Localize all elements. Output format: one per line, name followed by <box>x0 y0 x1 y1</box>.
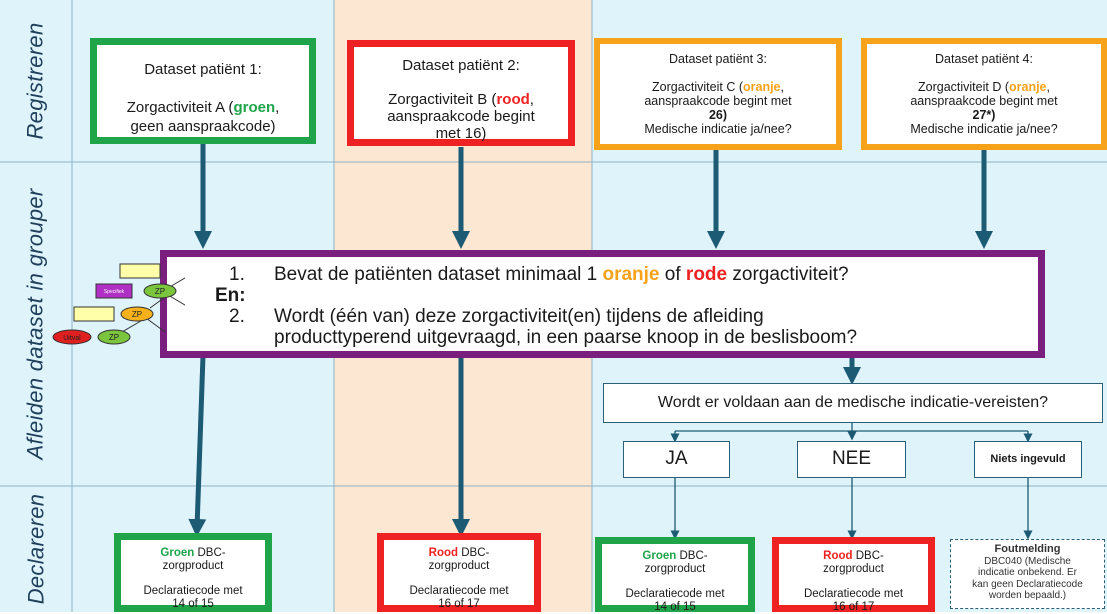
outcome-2-line2: zorgproduct <box>428 560 490 572</box>
dataset-patient-1: Dataset patiënt 1: Zorgactiviteit A (gro… <box>90 38 316 144</box>
outcome-1-line1: Groen DBC- <box>160 547 226 559</box>
question-2-line2: producttyperend uitgevraagd, in een paar… <box>274 327 858 348</box>
outcome-rood-1: Rood DBC- zorgproduct Declaratiecode met… <box>377 533 541 612</box>
outcome-rood-2: Rood DBC- zorgproduct Declaratiecode met… <box>772 537 935 613</box>
dataset-4-title: Dataset patiënt 4: <box>935 52 1033 66</box>
outcome-2-line3: Declaratiecode met <box>409 585 509 597</box>
dataset-3-line1: Zorgactiviteit C (oranje, <box>652 80 784 94</box>
outcome-2-line4: 16 of 17 <box>438 598 480 610</box>
foutmelding-line2: indicatie onbekend. Er <box>978 567 1077 578</box>
outcome-4-line1: Rood DBC- <box>823 550 884 562</box>
outcome-1-line4: 14 of 15 <box>172 598 214 610</box>
outcome-3-line4: 14 of 15 <box>654 601 696 613</box>
dataset-patient-2: Dataset patiënt 2: Zorgactiviteit B (roo… <box>347 40 575 146</box>
dataset-3-line2: aanspraakcode begint met <box>644 94 792 108</box>
outcome-3-line3: Declaratiecode met <box>625 588 725 600</box>
foutmelding-line4: worden bepaald.) <box>988 590 1067 601</box>
dataset-2-line3: met 16) <box>435 125 487 142</box>
dataset-2-line1: Zorgactiviteit B (rood, <box>388 91 534 108</box>
dataset-4-line2: aanspraakcode begint met <box>910 94 1058 108</box>
dataset-3-line4: Medische indicatie ja/nee? <box>644 122 792 136</box>
outcome-4-line3: Declaratiecode met <box>803 588 904 600</box>
decision-en: En: <box>215 285 246 306</box>
outcome-4-line4: 16 of 17 <box>832 601 875 613</box>
outcome-1-line2: zorgproduct <box>162 560 224 572</box>
svg-text:Specifiek: Specifiek <box>104 289 125 295</box>
foutmelding-line3: kan geen Declaratiecode <box>972 578 1083 590</box>
question-2-line1: 2.Wordt (één van) deze zorgactiviteit(en… <box>229 306 764 327</box>
dataset-4-line1: Zorgactiviteit D (oranje, <box>918 80 1050 94</box>
dataset-1-line1: Zorgactiviteit A (groen, <box>126 99 280 116</box>
question-1: 1.Bevat de patiënten dataset minimaal 1 … <box>229 264 849 285</box>
outcome-groen-1: Groen DBC- zorgproduct Declaratiecode me… <box>114 533 272 612</box>
lane-label-column <box>0 0 72 612</box>
foutmelding-line1: DBC040 (Medische <box>984 555 1071 567</box>
outcome-2-line1: Rood DBC- <box>428 547 490 559</box>
answer-niets-ingevuld: Niets ingevuld <box>974 441 1082 478</box>
foutmelding-title: Foutmelding <box>994 543 1061 555</box>
dataset-2-title: Dataset patiënt 2: <box>402 57 520 74</box>
dataset-1-title: Dataset patiënt 1: <box>144 61 262 78</box>
outcome-1-line3: Declaratiecode met <box>143 585 243 597</box>
outcome-4-line2: zorgproduct <box>823 563 884 575</box>
medical-indication-question: Wordt er voldaan aan de medische indicat… <box>603 383 1103 423</box>
svg-text:ZP: ZP <box>155 287 165 296</box>
dataset-patient-3: Dataset patiënt 3: Zorgactiviteit C (ora… <box>594 38 842 150</box>
answer-ja: JA <box>623 441 730 478</box>
outcome-3-line2: zorgproduct <box>644 563 706 575</box>
decision-tree-icon: Specifiek ZP ZP Uitval ZP <box>52 263 185 345</box>
outcome-groen-2: Groen DBC- zorgproduct Declaratiecode me… <box>595 537 755 613</box>
outcome-3-line1: Groen DBC- <box>642 550 708 562</box>
foutmelding-box: Foutmelding DBC040 (Medische indicatie o… <box>950 539 1105 609</box>
svg-text:Uitval: Uitval <box>63 335 81 342</box>
svg-text:ZP: ZP <box>132 310 142 319</box>
svg-text:ZP: ZP <box>109 333 119 342</box>
arrow-decision-to-outcome1 <box>188 355 207 537</box>
dataset-1-line2: geen aanspraakcode) <box>130 118 276 135</box>
decision-box: 1.Bevat de patiënten dataset minimaal 1 … <box>160 250 1045 358</box>
dataset-3-line3: 26) <box>708 108 728 122</box>
dataset-2-line2: aanspraakcode begint <box>387 108 535 125</box>
answer-nee: NEE <box>797 441 906 478</box>
dataset-4-line3: 27*) <box>972 108 996 122</box>
dataset-3-title: Dataset patiënt 3: <box>669 52 767 66</box>
dataset-4-line4: Medische indicatie ja/nee? <box>910 122 1058 136</box>
dataset-patient-4: Dataset patiënt 4: Zorgactiviteit D (ora… <box>861 38 1107 150</box>
